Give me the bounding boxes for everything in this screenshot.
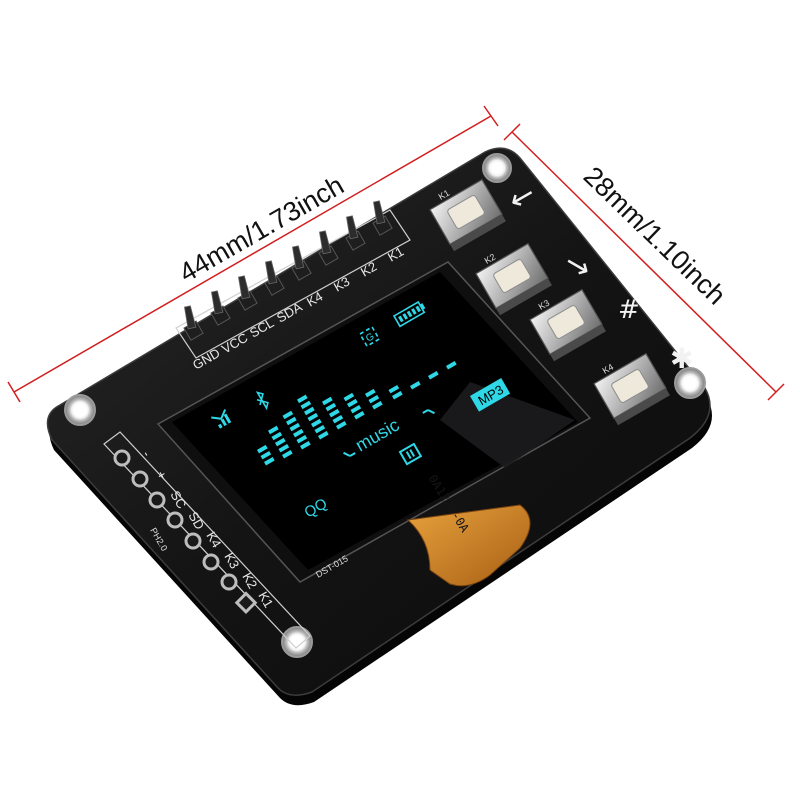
eq-column-8 <box>388 384 403 400</box>
header-pin-6 <box>318 230 339 266</box>
eq-column-2 <box>268 425 293 459</box>
asterisk-icon: ✱ <box>670 342 693 375</box>
eq-column-5 <box>322 396 347 430</box>
hash-icon: # <box>618 295 640 325</box>
pad-label-k3: K3 <box>221 550 242 571</box>
width-tick-left <box>7 381 21 403</box>
height-tick-bottom <box>767 383 785 401</box>
pad-label-minus: - <box>139 448 154 459</box>
pad-8 <box>234 591 258 615</box>
left-pads <box>113 449 258 615</box>
mount-hole-left-center <box>73 403 87 417</box>
pad-4 <box>166 511 184 529</box>
header-pin-3 <box>237 275 258 311</box>
eq-column-6 <box>343 392 365 420</box>
pad-2 <box>131 470 149 488</box>
header-pin-8 <box>372 200 393 236</box>
button-k2-label: K2 <box>483 252 498 266</box>
bluetooth-icon <box>255 391 269 411</box>
button-k1-label: K1 <box>437 188 452 202</box>
header-pins <box>183 200 393 341</box>
button-k2[interactable]: K2 <box>471 234 552 316</box>
eq-column-7 <box>365 388 383 410</box>
button-k1[interactable]: K1 <box>425 170 506 252</box>
eq-column-1 <box>257 444 275 466</box>
pin-label-k1: K1 <box>385 244 406 265</box>
pin-label-k4: K4 <box>304 289 325 310</box>
oled-active-area <box>172 272 578 570</box>
pad-label-k2: K2 <box>239 570 260 591</box>
oled-ribbon-cable <box>406 504 531 587</box>
pad-silkscreen-box <box>103 431 311 649</box>
eq-column-9 <box>410 381 421 390</box>
pad-3 <box>148 491 166 509</box>
header-pin-5 <box>291 245 312 281</box>
pad-label-k1: K1 <box>255 589 276 610</box>
pad-7 <box>220 573 238 591</box>
header-pin-2 <box>210 290 231 326</box>
pin-label-k3: K3 <box>331 274 352 295</box>
oled-glass-strip <box>440 382 575 468</box>
signal-icon <box>211 409 232 429</box>
music-bracket-left <box>343 451 356 457</box>
button-k4[interactable]: K4 <box>589 344 670 426</box>
width-dimension-line <box>13 115 492 393</box>
pad-label-k4: K4 <box>203 529 224 550</box>
pad-1 <box>113 449 131 467</box>
eq-column-11 <box>446 361 457 370</box>
music-bracket-right <box>422 409 435 415</box>
pad-6 <box>202 553 220 571</box>
height-tick-top <box>503 123 521 141</box>
header-silkscreen-box <box>175 209 411 359</box>
eq-column-10 <box>428 371 439 380</box>
battery-icon <box>392 300 426 328</box>
pin-label-k2: K2 <box>358 259 379 280</box>
header-pin-7 <box>345 215 366 251</box>
width-tick-right <box>483 105 499 127</box>
mount-hole-top-center <box>491 162 503 174</box>
button-k4-label: K4 <box>601 362 616 376</box>
button-k3-label: K3 <box>537 298 552 312</box>
header-pin-4 <box>264 260 285 296</box>
header-pin-1 <box>183 305 204 341</box>
height-dimension-line <box>511 131 777 393</box>
tactile-buttons: K1 K2 K3 K4 <box>425 170 670 426</box>
equalizer <box>257 361 457 466</box>
eq-column-3 <box>282 410 311 450</box>
mount-hole-right-center <box>683 376 697 390</box>
pause-icon <box>398 442 423 466</box>
pad-5 <box>184 532 202 550</box>
button-k3[interactable]: K3 <box>525 280 606 362</box>
eq-column-4 <box>297 394 329 440</box>
